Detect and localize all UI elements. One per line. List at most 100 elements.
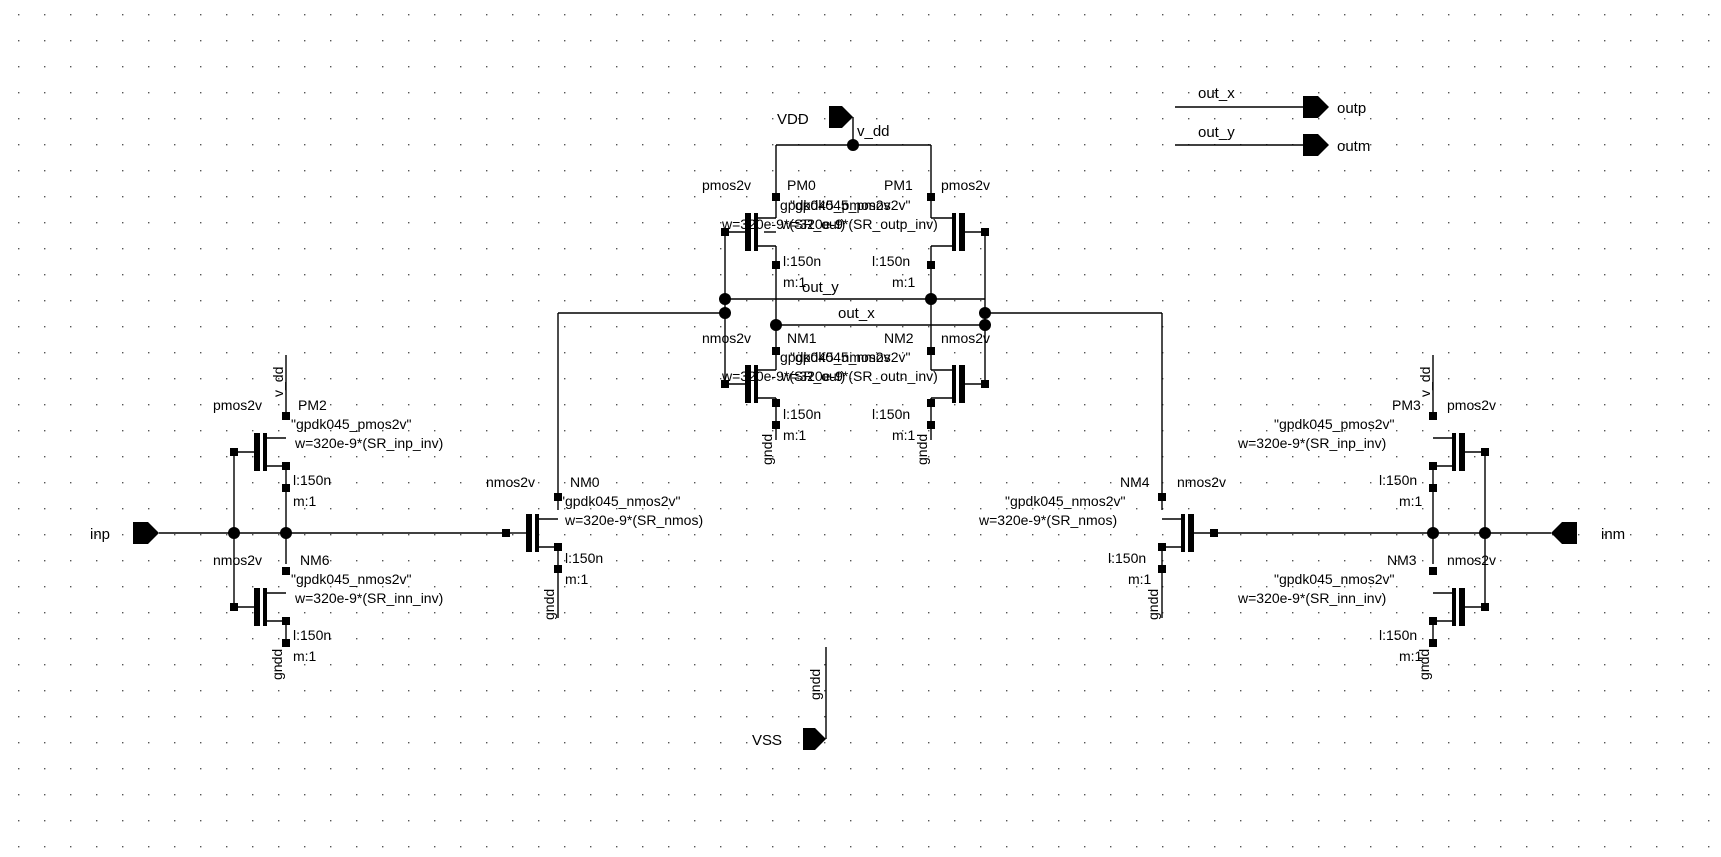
grid-dot	[1396, 222, 1398, 224]
transistor-pm3[interactable]	[1433, 433, 1485, 471]
grid-dot	[1266, 326, 1268, 328]
grid-dot	[1708, 586, 1710, 588]
inp-port[interactable]: inp	[90, 522, 159, 544]
grid-dot	[486, 768, 488, 770]
vdd-port[interactable]: VDD	[777, 106, 853, 128]
grid-dot	[616, 40, 618, 42]
grid-dot	[1526, 820, 1528, 822]
grid-dot	[1578, 274, 1580, 276]
grid-dot	[382, 508, 384, 510]
grid-dot	[1448, 794, 1450, 796]
grid-dot	[512, 430, 514, 432]
grid-dot	[200, 430, 202, 432]
outp-port[interactable]: outp	[1303, 96, 1366, 118]
outm-port[interactable]: outm	[1303, 134, 1370, 156]
grid-dot	[70, 690, 72, 692]
grid-dot	[720, 716, 722, 718]
grid-dot	[1214, 14, 1216, 16]
grid-dot	[1630, 716, 1632, 718]
grid-dot	[876, 404, 878, 406]
grid-dot	[1656, 196, 1658, 198]
transistor-nm1[interactable]	[745, 351, 777, 403]
vss-port[interactable]: VSS	[752, 728, 826, 750]
grid-dot	[1500, 456, 1502, 458]
grid-dot	[1526, 144, 1528, 146]
grid-dot	[1266, 690, 1268, 692]
grid-dot	[70, 534, 72, 536]
grid-dot	[148, 716, 150, 718]
grid-dot	[1136, 378, 1138, 380]
grid-dot	[252, 534, 254, 536]
grid-dot	[226, 66, 228, 68]
grid-dot	[1370, 560, 1372, 562]
grid-dot	[902, 846, 904, 848]
grid-dot	[1032, 612, 1034, 614]
grid-dot	[512, 144, 514, 146]
grid-dot	[1422, 118, 1424, 120]
nm3-name: NM3	[1387, 552, 1417, 568]
grid-dot	[1396, 170, 1398, 172]
grid-dot	[1682, 560, 1684, 562]
grid-dot	[460, 118, 462, 120]
grid-dot	[1006, 248, 1008, 250]
grid-dot	[122, 586, 124, 588]
grid-dot	[226, 352, 228, 354]
gndd-label-vss: gndd	[807, 669, 823, 700]
grid-dot	[122, 794, 124, 796]
grid-dot	[1344, 326, 1346, 328]
grid-dot	[1032, 560, 1034, 562]
grid-dot	[44, 66, 46, 68]
grid-dot	[642, 768, 644, 770]
grid-dot	[850, 586, 852, 588]
transistor-nm0[interactable]	[510, 514, 558, 552]
grid-dot	[512, 690, 514, 692]
grid-dot	[876, 742, 878, 744]
grid-dot	[330, 118, 332, 120]
grid-dot	[1630, 820, 1632, 822]
grid-dot	[1292, 768, 1294, 770]
grid-dot	[434, 794, 436, 796]
grid-dot	[512, 768, 514, 770]
grid-dot	[486, 66, 488, 68]
grid-dot	[1448, 586, 1450, 588]
grid-dot	[460, 430, 462, 432]
grid-dot	[408, 118, 410, 120]
grid-dot	[980, 144, 982, 146]
grid-dot	[772, 14, 774, 16]
grid-dot	[1084, 40, 1086, 42]
transistor-nm4[interactable]	[1162, 514, 1213, 552]
grid-dot	[382, 40, 384, 42]
grid-dot	[538, 144, 540, 146]
grid-dot	[252, 508, 254, 510]
grid-dot	[434, 144, 436, 146]
transistor-nm3[interactable]	[1433, 588, 1485, 626]
grid-dot	[1292, 326, 1294, 328]
grid-dot	[1162, 66, 1164, 68]
grid-dot	[1162, 664, 1164, 666]
grid-dot	[1630, 248, 1632, 250]
grid-dot	[486, 300, 488, 302]
transistor-nm6[interactable]	[234, 588, 286, 626]
grid-dot	[356, 638, 358, 640]
grid-dot	[1682, 352, 1684, 354]
transistor-pm2[interactable]	[234, 433, 286, 471]
nm0-w: w=320e-9*(SR_nmos)	[564, 512, 703, 528]
grid-dot	[1422, 222, 1424, 224]
grid-dot	[1370, 768, 1372, 770]
grid-dot	[694, 326, 696, 328]
grid-dot	[616, 716, 618, 718]
grid-dot	[434, 820, 436, 822]
grid-dot	[1578, 118, 1580, 120]
grid-dot	[1630, 794, 1632, 796]
grid-dot	[148, 196, 150, 198]
grid-dot	[824, 690, 826, 692]
grid-dot	[1578, 638, 1580, 640]
grid-dot	[538, 378, 540, 380]
grid-dot	[486, 326, 488, 328]
grid-dot	[616, 586, 618, 588]
grid-dot	[1344, 430, 1346, 432]
inm-port[interactable]: inm	[1551, 522, 1625, 544]
grid-dot	[616, 248, 618, 250]
grid-dot	[694, 742, 696, 744]
